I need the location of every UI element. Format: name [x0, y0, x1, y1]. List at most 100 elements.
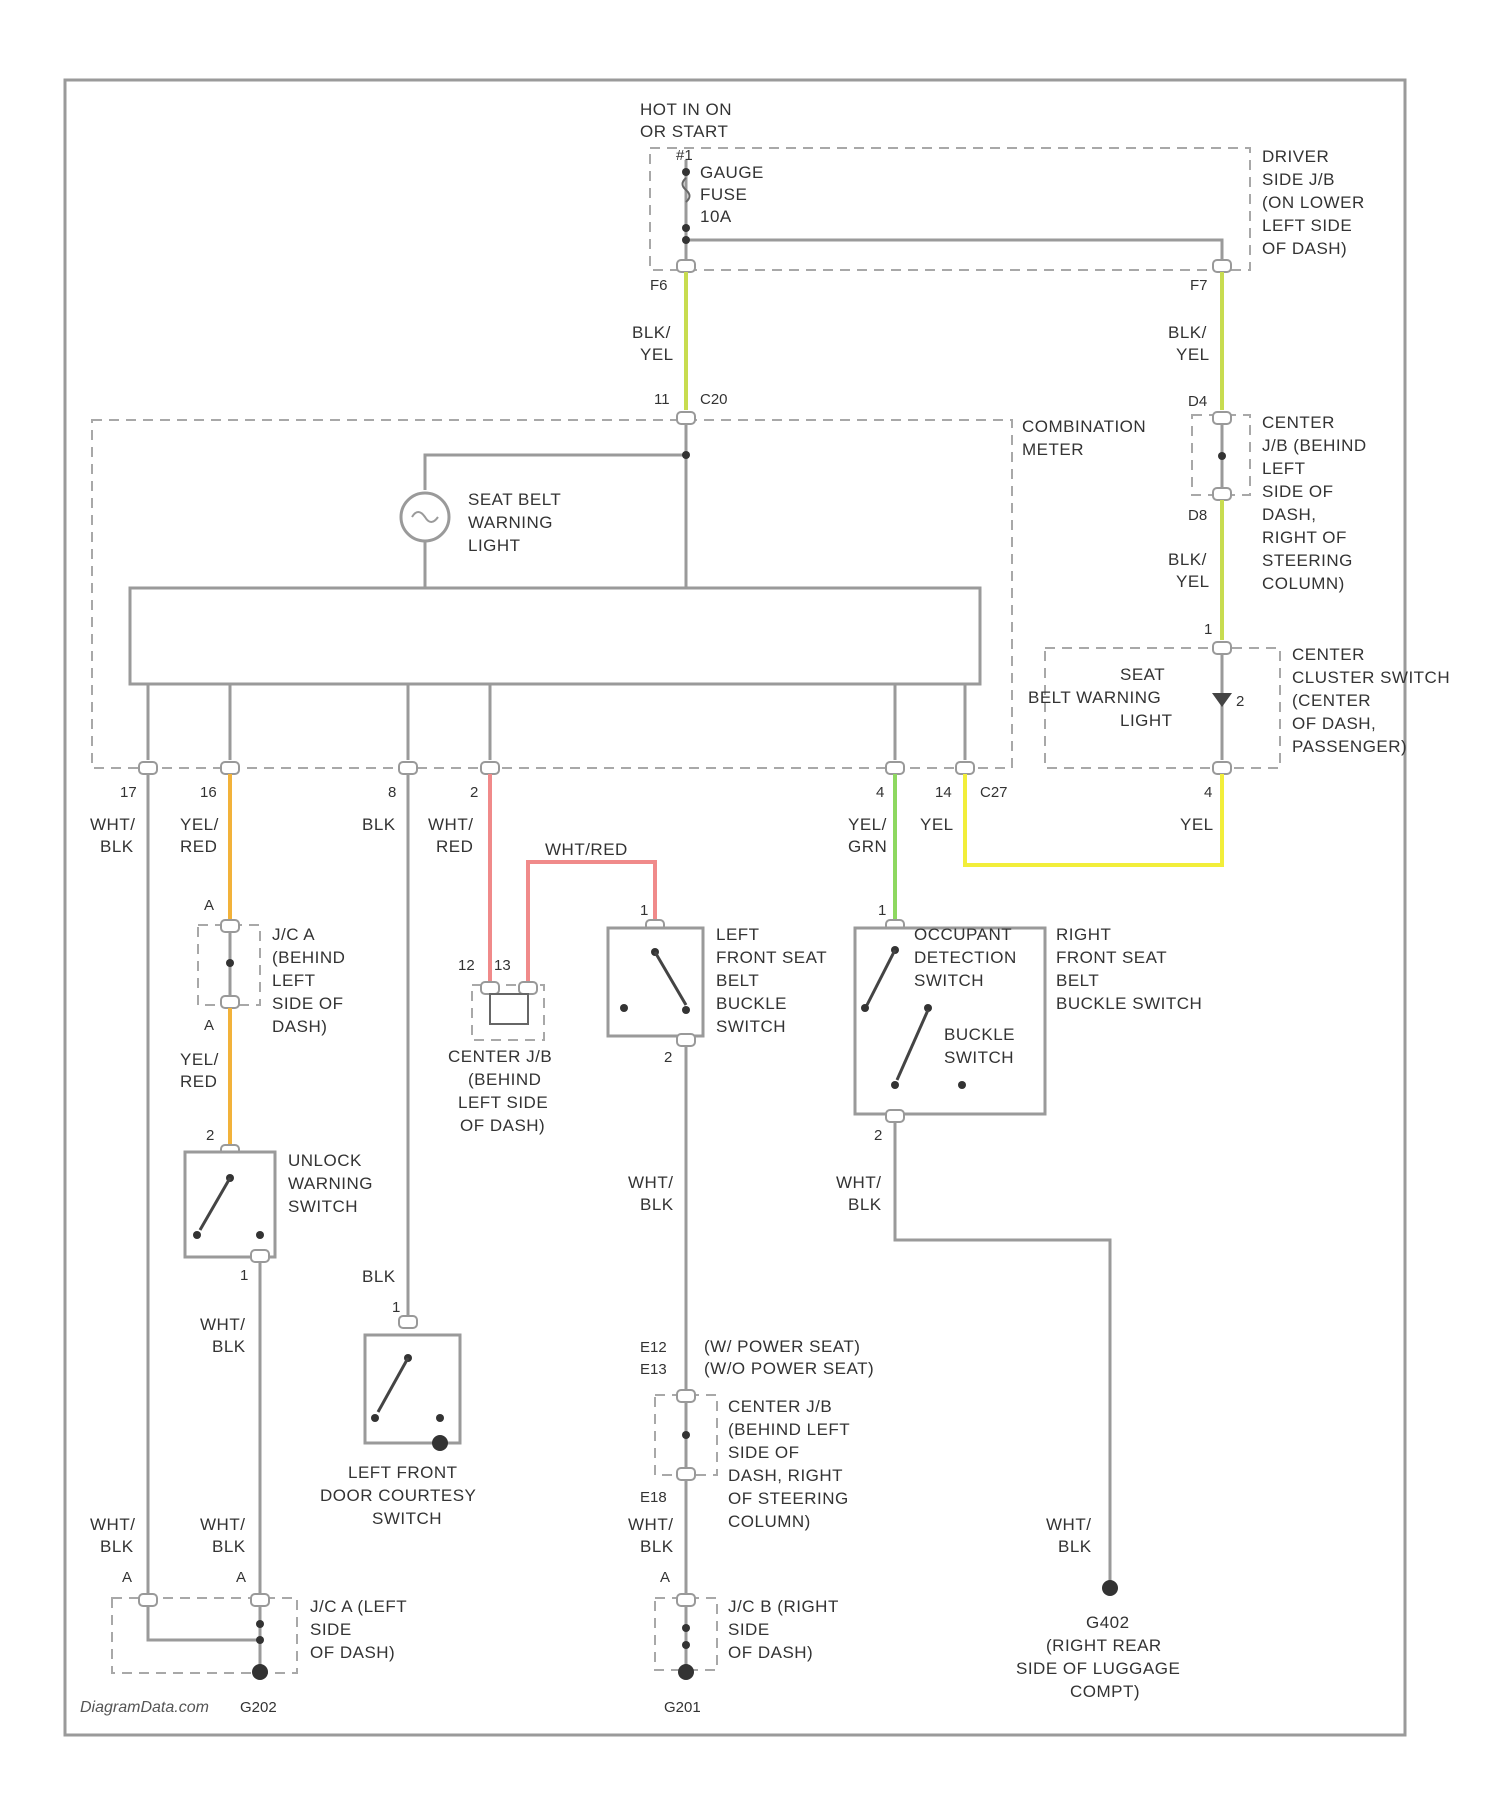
- cluster-led-icon: [1212, 693, 1232, 707]
- wire-label: BLK/: [632, 323, 671, 342]
- center-jb-small-label: CENTER J/B (BEHIND LEFT SIDE OF DASH): [448, 1047, 552, 1135]
- jc-a-line: J/C A: [272, 925, 315, 944]
- meter-pin-label: 4: [876, 784, 884, 801]
- light-label: LIGHT: [468, 536, 521, 555]
- wire-label: YEL: [1176, 345, 1210, 364]
- meter-connector-pin: [886, 762, 904, 774]
- meter-connector-pin: [221, 762, 239, 774]
- meter-pin-label: 8: [388, 784, 396, 801]
- center-jb-small-pin: 12: [458, 957, 475, 974]
- driver-jb-line: DRIVER: [1262, 147, 1329, 166]
- connector-c20: [677, 412, 695, 424]
- cluster-pin: 4: [1204, 784, 1212, 801]
- center-jb-line: LEFT: [1262, 459, 1306, 478]
- cluster-light-label: SEAT BELT WARNING LIGHT: [1028, 665, 1173, 730]
- occupant-line: SWITCH: [914, 971, 984, 990]
- jc-a-connector: [221, 920, 239, 932]
- connector-f6: [677, 260, 695, 272]
- cluster-label-line: CENTER: [1292, 645, 1365, 664]
- power-label-1: HOT IN ON: [640, 100, 732, 119]
- fuse-pin-top: #1: [676, 147, 693, 164]
- jc-a-left-pin: A: [122, 1569, 132, 1586]
- fuse-bus-wire: [686, 240, 1222, 265]
- power-seat-line: COLUMN): [728, 1512, 811, 1531]
- meter-pin-label: 2: [470, 784, 478, 801]
- jc-a-line: SIDE OF: [272, 994, 344, 1013]
- center-jb-pin: D8: [1188, 507, 1207, 524]
- switch-contact: [371, 1414, 379, 1422]
- light-label: WARNING: [468, 513, 553, 532]
- left-seat-pin: 2: [664, 1049, 672, 1066]
- driver-jb-line: LEFT SIDE: [1262, 216, 1352, 235]
- splice-dot: [682, 236, 690, 244]
- jc-a-label: J/C A (BEHIND LEFT SIDE OF DASH): [272, 925, 345, 1036]
- unlock-line: SWITCH: [288, 1197, 358, 1216]
- unlock-switch-label: UNLOCK WARNING SWITCH: [288, 1151, 373, 1216]
- fuse-label-line: FUSE: [700, 185, 747, 204]
- wire-label: RED: [436, 837, 473, 856]
- cluster-light-line: LIGHT: [1120, 711, 1173, 730]
- wire-label: WHT/: [90, 1515, 135, 1534]
- center-jb-line: CENTER: [1262, 413, 1335, 432]
- door-line: DOOR COURTESY: [320, 1486, 476, 1505]
- cluster-label-line: CLUSTER SWITCH: [1292, 668, 1450, 687]
- cluster-connector: [1213, 642, 1231, 654]
- meter-label: METER: [1022, 440, 1084, 459]
- unlock-line: UNLOCK: [288, 1151, 362, 1170]
- right-seat-line: RIGHT: [1056, 925, 1111, 944]
- fuse-label: GAUGE FUSE 10A: [700, 163, 764, 226]
- right-seat-switch-label: RIGHT FRONT SEAT BELT BUCKLE SWITCH: [1056, 925, 1202, 1013]
- door-switch-ground-icon: [432, 1435, 448, 1451]
- wire-label: BLK/: [1168, 323, 1207, 342]
- power-seat-line: SIDE OF: [728, 1443, 800, 1462]
- left-seat-buckle-switch: [608, 928, 703, 1036]
- wire-label: WHT/RED: [545, 840, 628, 859]
- buckle-line: SWITCH: [944, 1048, 1014, 1067]
- center-jb-small-line: CENTER J/B: [448, 1047, 552, 1066]
- power-seat-pin: E18: [640, 1489, 667, 1506]
- buckle-line: BUCKLE: [944, 1025, 1015, 1044]
- jc-a-left-connector: [139, 1594, 157, 1606]
- cluster-connector: [1213, 762, 1231, 774]
- unlock-pin: 2: [206, 1127, 214, 1144]
- wire-label: WHT/: [200, 1515, 245, 1534]
- meter-connector-pin: [139, 762, 157, 774]
- cluster-switch-label: CENTER CLUSTER SWITCH (CENTER OF DASH, P…: [1292, 645, 1450, 756]
- cluster-pin: 1: [1204, 621, 1212, 638]
- ground-g202-label: G202: [240, 1699, 277, 1716]
- door-line: LEFT FRONT: [348, 1463, 458, 1482]
- splice-dot: [682, 1431, 690, 1439]
- occupant-line: DETECTION: [914, 948, 1017, 967]
- switch-contact: [620, 1004, 628, 1012]
- seat-belt-light-label: SEAT BELT WARNING LIGHT: [468, 490, 561, 555]
- fuse-terminal: [682, 168, 690, 176]
- center-jb-line: RIGHT OF: [1262, 528, 1347, 547]
- center-jb-small-line: OF DASH): [460, 1116, 545, 1135]
- unlock-connector: [251, 1250, 269, 1262]
- cluster-light-line: BELT WARNING: [1028, 688, 1161, 707]
- wire-label: WHT/: [1046, 1515, 1091, 1534]
- jc-a-pin: A: [204, 897, 214, 914]
- power-source: HOT IN ON OR START: [640, 100, 732, 141]
- jc-a-line: (BEHIND: [272, 948, 345, 967]
- ground-g202-icon: [252, 1664, 268, 1680]
- splice-dot: [1218, 452, 1226, 460]
- switch-contact: [436, 1414, 444, 1422]
- meter-connector-label: C20: [700, 391, 728, 408]
- ground-g201-label: G201: [664, 1699, 701, 1716]
- meter-pin-top: 11: [654, 391, 670, 408]
- right-seat-line: FRONT SEAT: [1056, 948, 1167, 967]
- door-connector: [399, 1316, 417, 1328]
- driver-jb-line: SIDE J/B: [1262, 170, 1335, 189]
- cluster-label-line: OF DASH,: [1292, 714, 1376, 733]
- right-seat-pin: 2: [874, 1127, 882, 1144]
- diagramdata-credit: DiagramData.com: [80, 1699, 209, 1716]
- center-jb-line: STEERING: [1262, 551, 1353, 570]
- jc-a-left-connector: [251, 1594, 269, 1606]
- meter-connector-pin: [956, 762, 974, 774]
- left-seat-line: SWITCH: [716, 1017, 786, 1036]
- driver-jb-label: DRIVER SIDE J/B (ON LOWER LEFT SIDE OF D…: [1262, 147, 1365, 258]
- splice-dot: [682, 1624, 690, 1632]
- wire-label: WHT/: [836, 1173, 881, 1192]
